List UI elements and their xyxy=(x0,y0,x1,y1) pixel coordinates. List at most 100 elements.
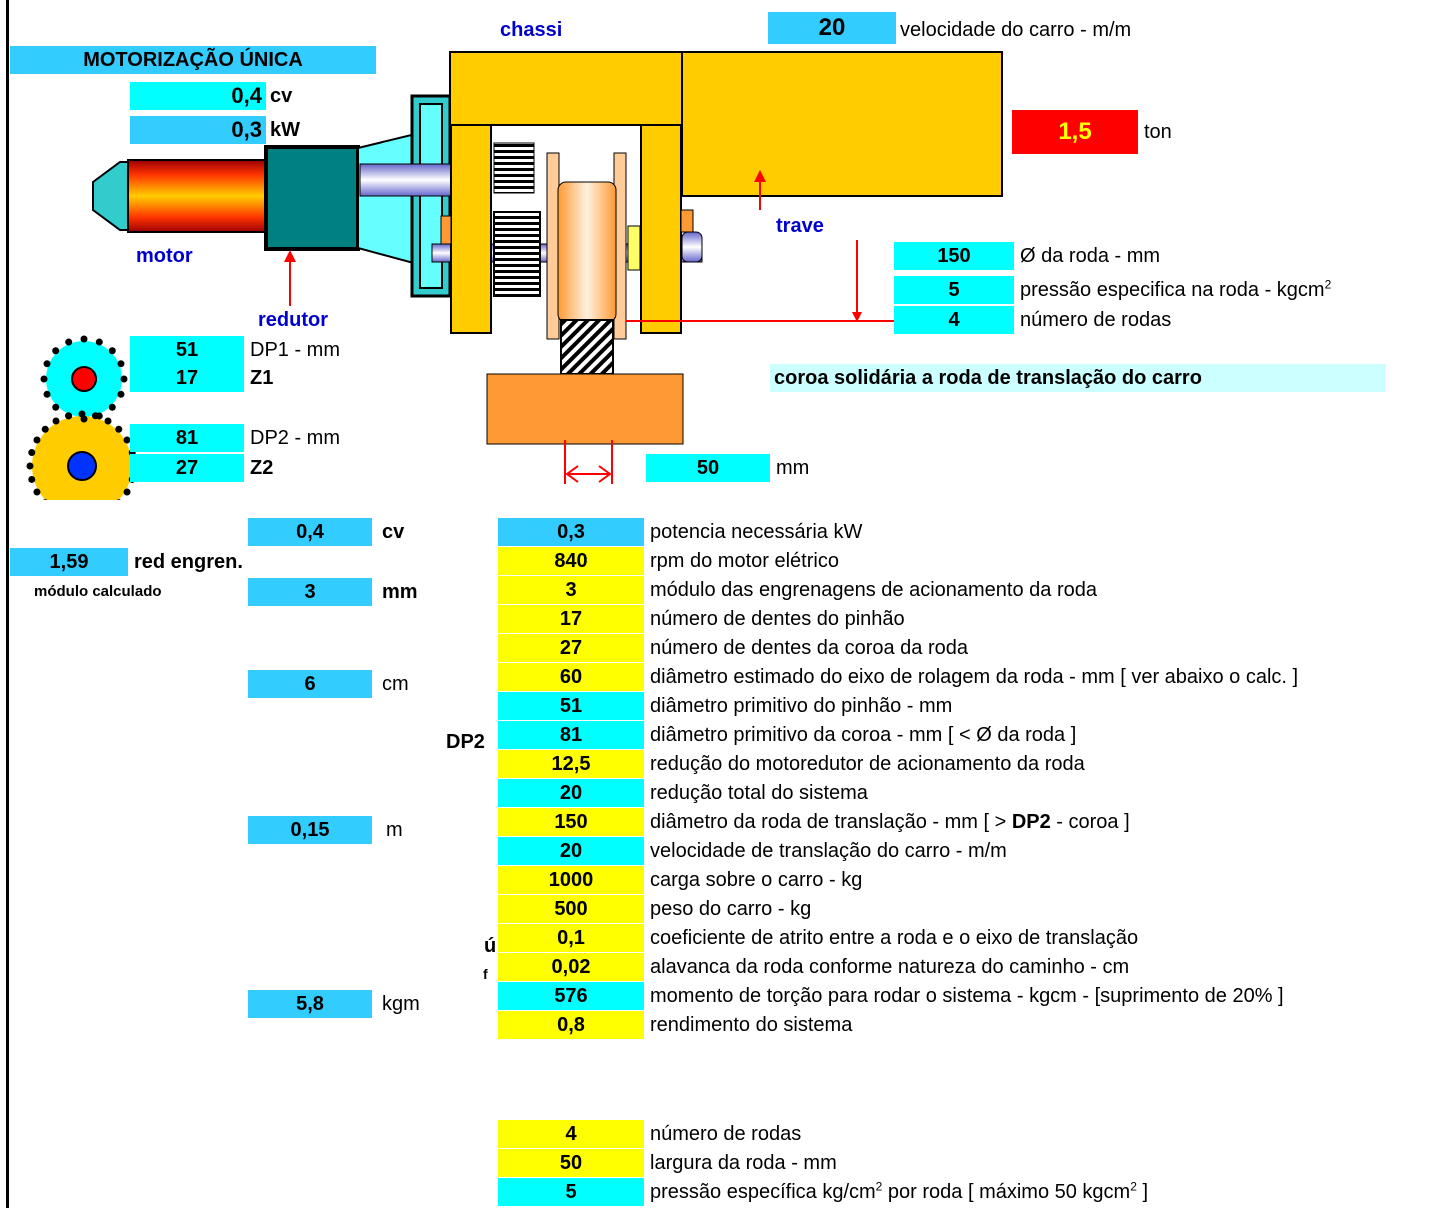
z2-label: Z2 xyxy=(250,457,274,479)
cv-value: 0,4 xyxy=(231,83,262,108)
left-cv-unit: cv xyxy=(382,521,405,543)
wheel-count-value: 4 xyxy=(948,309,960,331)
rail xyxy=(560,319,614,375)
calc-row-2-value: 840 xyxy=(498,547,644,575)
load-box: 1,5 xyxy=(1012,110,1138,154)
calc-row-13-value: 1000 xyxy=(498,866,644,894)
cv-value-box: 0,4 xyxy=(130,82,266,110)
calc2-row-1-label: número de rodas xyxy=(650,1123,802,1145)
title-box: MOTORIZAÇÃO ÚNICA xyxy=(10,46,376,74)
chassis-top xyxy=(449,51,683,126)
calc-row-8-label: diâmetro primitivo da coroa - mm [ < Ø d… xyxy=(650,724,1077,746)
pinion-gear-top xyxy=(493,142,535,194)
calc2-row-3-label: pressão específica kg/cm2 por roda [ máx… xyxy=(650,1179,1149,1203)
modulo-unit: mm xyxy=(382,581,418,603)
width-box: 50 xyxy=(646,454,770,482)
load-unit: ton xyxy=(1144,121,1172,143)
wheel-pressure-label: pressão especifica na roda - kgcm2 xyxy=(1020,277,1332,301)
chassi-label: chassi xyxy=(500,19,563,41)
calc-row-7-value: 51 xyxy=(498,692,644,720)
dp2-label: DP2 - mm xyxy=(250,427,340,449)
modulo-label: módulo calculado xyxy=(34,583,162,600)
calc-row-9-label: redução do motoredutor de acionamento da… xyxy=(650,753,1085,775)
calc-row-14-value: 500 xyxy=(498,895,644,923)
calc-row-10-label: redução total do sistema xyxy=(650,782,868,804)
calc2-row-3-value: 5 xyxy=(498,1178,644,1206)
calc-row-14-label: peso do carro - kg xyxy=(650,898,812,920)
red-label: red engren. xyxy=(134,551,243,573)
width-value: 50 xyxy=(696,457,720,479)
mechanism-diagram xyxy=(26,51,1003,500)
momento-box: 5,8 xyxy=(248,990,372,1018)
z1-label: Z1 xyxy=(250,367,274,389)
calc-row-5-label: número de dentes da coroa da roda xyxy=(650,637,968,659)
calc-row-2-label: rpm do motor elétrico xyxy=(650,550,839,572)
calc-row-3-label: módulo das engrenagens de acionamento da… xyxy=(650,579,1097,601)
calc-row-18-value: 0,8 xyxy=(498,1011,644,1039)
calc2-row-1-value: 4 xyxy=(498,1120,644,1148)
wheel-count-box: 4 xyxy=(894,306,1014,334)
wheel-diameter-box: 150 xyxy=(894,242,1014,270)
calc-row-1-label: potencia necessária kW xyxy=(650,521,863,543)
chassis-leg-right xyxy=(640,124,682,334)
cv-unit: cv xyxy=(270,85,293,107)
wheel-diameter-value: 150 xyxy=(937,245,971,267)
coroa-note: coroa solidária a roda de translação do … xyxy=(770,364,1386,392)
calc-row-18-label: rendimento do sistema xyxy=(650,1014,853,1036)
f-tag: f xyxy=(483,966,488,982)
calc-row-12-label: velocidade de translação do carro - m/m xyxy=(650,840,1007,862)
width-unit: mm xyxy=(776,457,810,479)
calc-row-16-label: alavanca da roda conforme natureza do ca… xyxy=(650,956,1130,978)
calc-row-11-label: diâmetro da roda de translação - mm [ > … xyxy=(650,811,1130,833)
motor-nose xyxy=(92,161,129,231)
speed-box: 20 xyxy=(768,12,896,44)
calc-row-15-value: 0,1 xyxy=(498,924,644,952)
reducer-body xyxy=(264,145,360,251)
chassis-leg-left xyxy=(450,124,492,334)
calc-row-3-value: 3 xyxy=(498,576,644,604)
roda-unit: m xyxy=(386,819,403,841)
calc-row-17-label: momento de torção para rodar o sistema -… xyxy=(650,985,1284,1007)
calc-row-9-value: 12,5 xyxy=(498,750,644,778)
speed-value: 20 xyxy=(818,14,846,41)
motor-label: motor xyxy=(136,245,193,267)
calc-row-11-value: 150 xyxy=(498,808,644,836)
wheel-pressure-value: 5 xyxy=(948,279,960,301)
calc-row-7-label: diâmetro primitivo do pinhão - mm xyxy=(650,695,953,717)
speed-label: velocidade do carro - m/m xyxy=(900,19,1132,41)
calc-row-13-label: carga sobre o carro - kg xyxy=(650,869,863,891)
sheet-left-border xyxy=(6,0,9,1208)
calc-row-1-value: 0,3 xyxy=(498,518,644,546)
calc-row-15-label: coeficiente de atrito entre a roda e o e… xyxy=(650,927,1139,949)
dp1-box: 51 xyxy=(130,336,244,364)
calc-row-6-label: diâmetro estimado do eixo de rolagem da … xyxy=(650,666,1299,688)
calc-row-16-value: 0,02 xyxy=(498,953,644,981)
kw-unit: kW xyxy=(270,119,300,141)
calc-row-8-value: 81 xyxy=(498,721,644,749)
z1-value: 17 xyxy=(175,367,199,389)
left-cv-box: 0,4 xyxy=(248,518,372,546)
calc-row-5-value: 27 xyxy=(498,634,644,662)
momento-unit: kgm xyxy=(382,993,420,1015)
calc-row-10-value: 20 xyxy=(498,779,644,807)
redutor-label: redutor xyxy=(258,309,328,331)
z2-box: 27 xyxy=(130,454,244,482)
kw-value-box: 0,3 xyxy=(130,116,266,144)
dp2-value: 81 xyxy=(175,427,199,449)
eixo-unit: cm xyxy=(382,673,409,695)
kw-value: 0,3 xyxy=(231,117,262,142)
main-shaft xyxy=(359,163,457,197)
z1-box: 17 xyxy=(130,364,244,392)
z2-value: 27 xyxy=(175,457,199,479)
dp2-tag: DP2 xyxy=(446,731,485,753)
rail-base xyxy=(486,373,684,445)
wheel-diameter-label: Ø da roda - mm xyxy=(1020,245,1161,267)
modulo-box: 3 xyxy=(248,578,372,606)
calc-row-4-value: 17 xyxy=(498,605,644,633)
red-box: 1,59 xyxy=(10,548,128,576)
crown-symbol xyxy=(32,416,132,500)
calc2-row-2-label: largura da roda - mm xyxy=(650,1152,837,1174)
dp1-value: 51 xyxy=(175,339,199,361)
pinion-symbol xyxy=(46,341,122,417)
calc-row-17-value: 576 xyxy=(498,982,644,1010)
